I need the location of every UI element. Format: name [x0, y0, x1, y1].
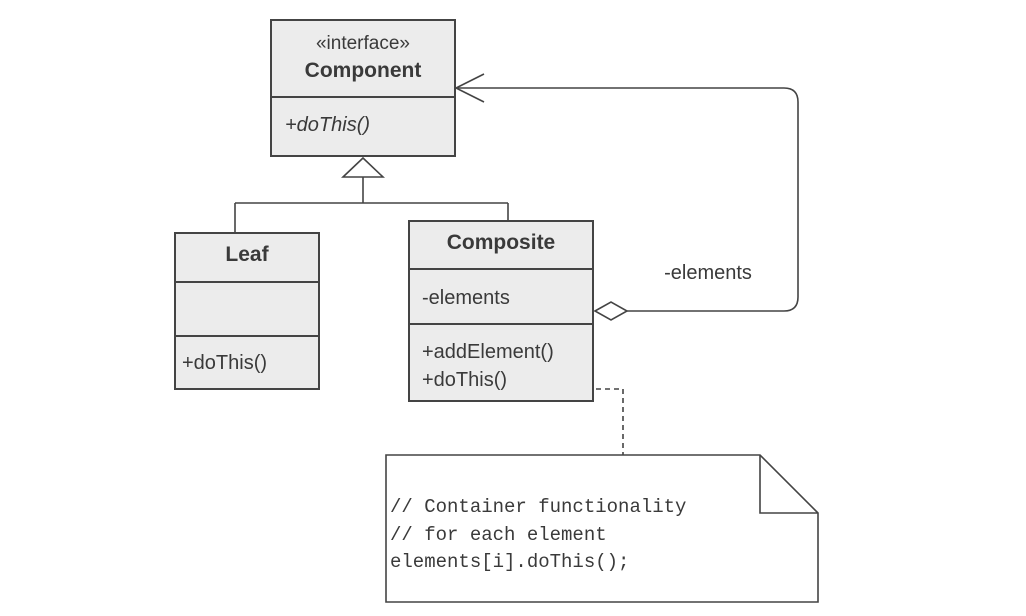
generalization-connector — [234, 156, 509, 233]
aggregation-role-label: -elements — [664, 262, 752, 284]
composite-operation-add: +addElement() — [422, 341, 554, 363]
component-stereotype: «interface» — [316, 33, 410, 54]
note-body — [385, 454, 819, 603]
component-name: Component — [305, 59, 422, 82]
aggregation-line — [456, 87, 799, 312]
composite-operation-do: +doThis() — [422, 369, 507, 391]
composite-box — [408, 220, 594, 402]
note-folded-corner — [759, 455, 818, 514]
note-line-3: elements[i].doThis(); — [390, 551, 629, 573]
leaf-operation: +doThis() — [182, 352, 267, 374]
navigability-arrowhead — [454, 73, 485, 103]
leaf-box — [174, 232, 320, 390]
inheritance-arrowhead — [340, 156, 386, 178]
note-line-1: // Container functionality — [390, 496, 686, 518]
note: // Container functionality // for each e… — [385, 454, 819, 603]
component-box — [270, 19, 456, 157]
aggregation-diamond — [593, 301, 629, 321]
aggregation-connector: -elements — [454, 73, 799, 321]
composite-attribute: -elements — [422, 287, 510, 309]
leaf-class: Leaf +doThis() — [174, 232, 320, 390]
note-line-2: // for each element — [390, 524, 607, 546]
component-class: «interface» Component +doThis() — [270, 19, 456, 157]
composite-name: Composite — [447, 231, 556, 254]
note-anchor-line — [596, 388, 624, 455]
component-operation: +doThis() — [285, 114, 370, 136]
composite-class: Composite -elements +addElement() +doThi… — [408, 220, 594, 402]
leaf-name: Leaf — [225, 243, 269, 266]
